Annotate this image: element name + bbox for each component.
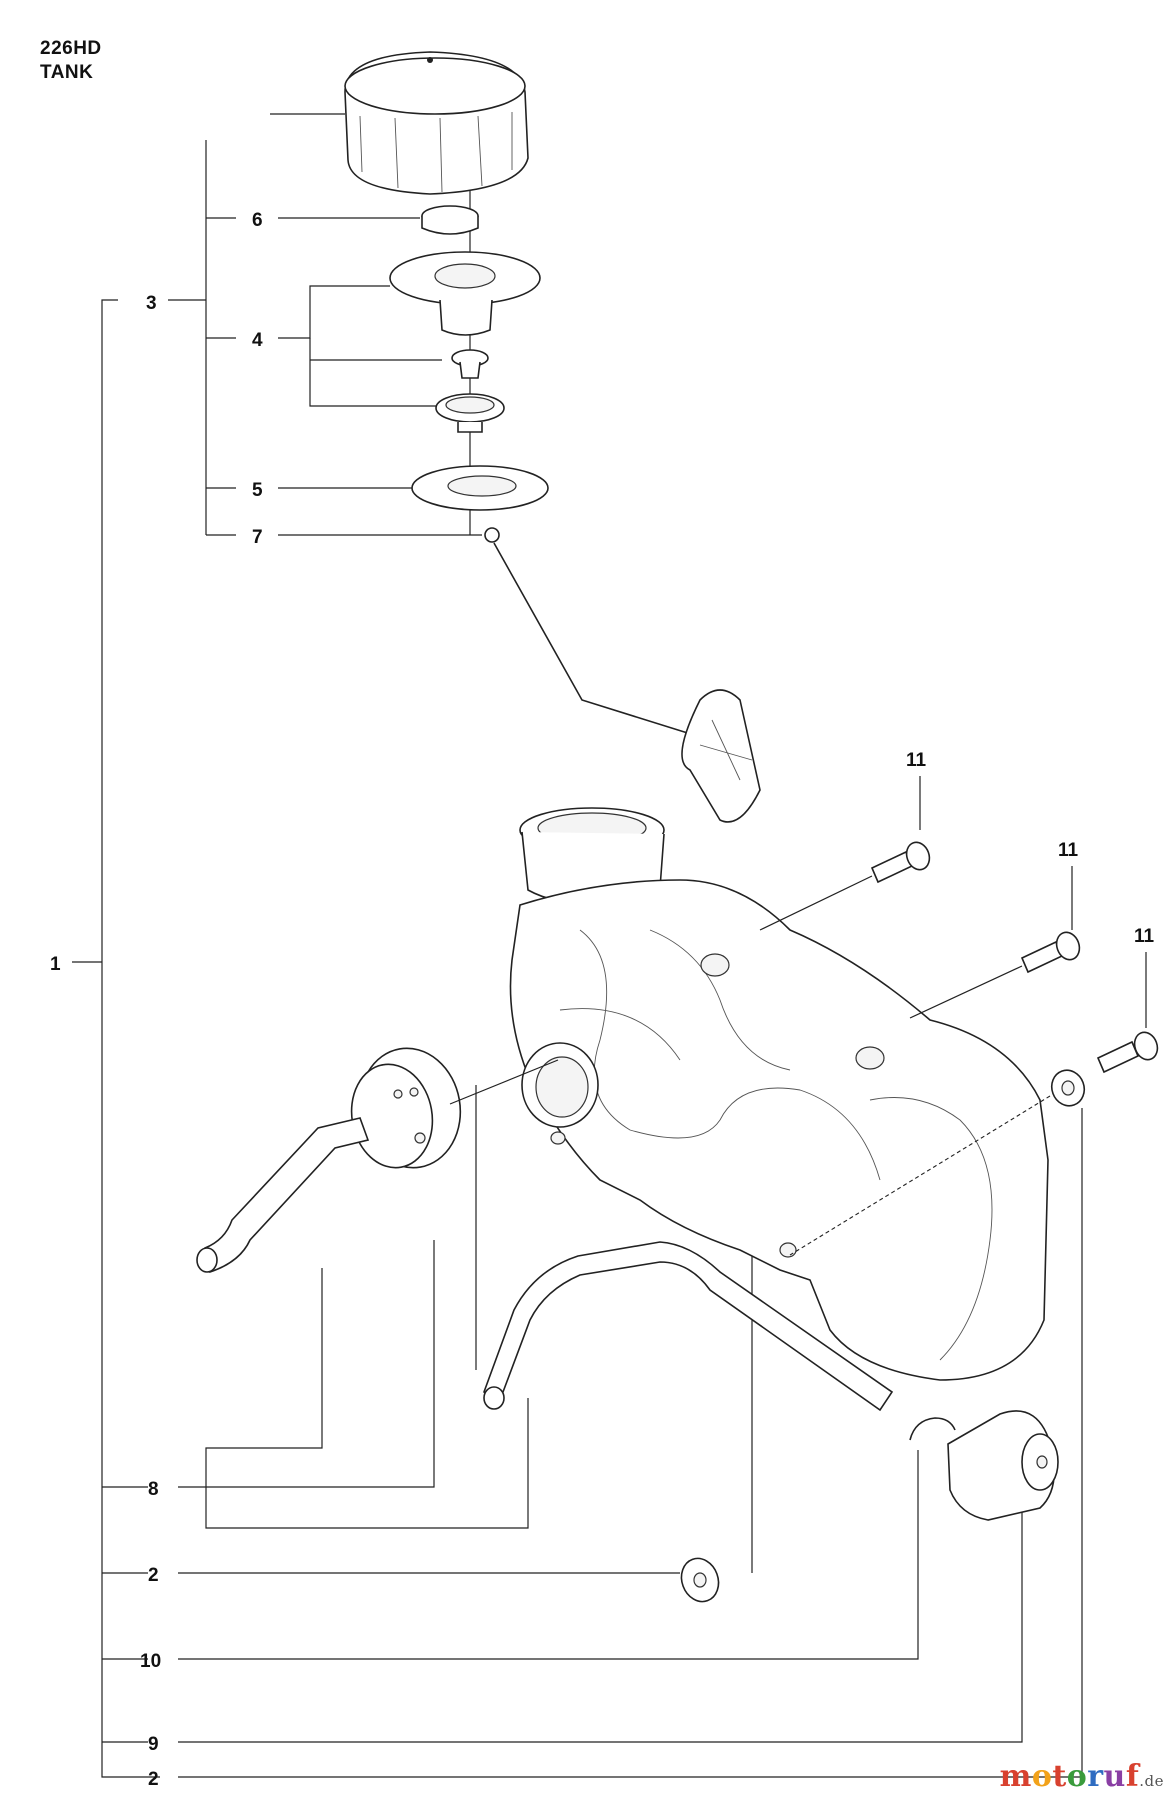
callout-11c: 11 <box>1134 926 1155 947</box>
tank-grommet <box>350 1047 462 1169</box>
tank-bolts <box>449 841 1159 1256</box>
fuel-tank <box>509 807 1049 1381</box>
fuel-filter <box>909 1410 1059 1521</box>
fuel-hoses <box>196 1117 894 1412</box>
diagram-model-label: 226HD <box>40 38 102 59</box>
callout-2a: 2 <box>148 1565 159 1586</box>
watermark-suffix: .de <box>1139 1772 1164 1790</box>
callout-7: 7 <box>252 527 263 548</box>
callout-1: 1 <box>50 954 61 975</box>
motoruf-watermark: motoruf.de <box>1000 1759 1164 1794</box>
watermark-letter: o <box>1031 1759 1053 1794</box>
watermark-letter: o <box>1066 1759 1088 1794</box>
callout-labels: 1 2 2 3 4 5 6 7 8 9 10 11 11 11 <box>50 210 1155 1790</box>
washers <box>680 1069 1086 1603</box>
callout-3: 3 <box>146 293 157 314</box>
callout-5: 5 <box>252 480 263 501</box>
callout-9: 9 <box>148 1734 159 1755</box>
watermark-letter: u <box>1103 1759 1126 1794</box>
watermark-letter: f <box>1125 1759 1140 1794</box>
watermark-letter: m <box>999 1759 1032 1794</box>
callout-8: 8 <box>148 1479 159 1500</box>
watermark-letter: t <box>1052 1759 1067 1794</box>
fuel-cap-assembly <box>344 51 761 823</box>
watermark-letter: r <box>1087 1759 1104 1794</box>
callout-4: 4 <box>252 330 263 351</box>
diagram-section-label: TANK <box>40 62 94 83</box>
callout-2b: 2 <box>148 1769 159 1790</box>
callout-11b: 11 <box>1058 840 1079 861</box>
callout-11a: 11 <box>906 750 927 771</box>
callout-10: 10 <box>140 1651 161 1672</box>
callout-6: 6 <box>252 210 263 231</box>
